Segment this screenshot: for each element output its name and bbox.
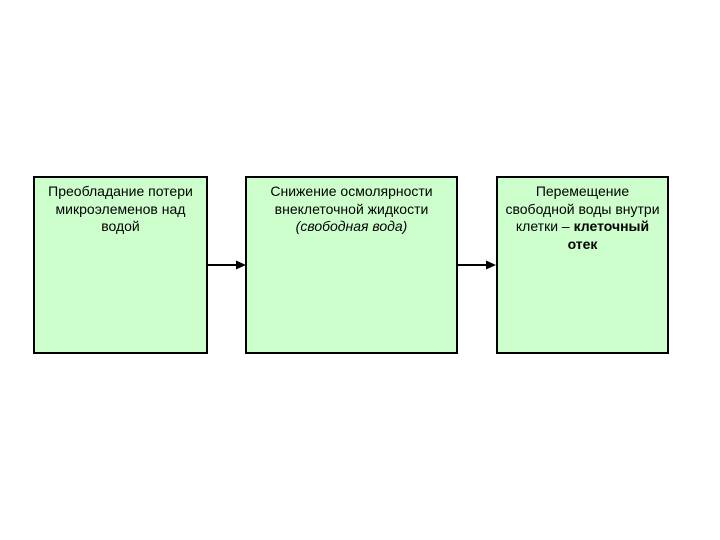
flow-box-cellular-edema: Перемещение свободной воды внутри клетки… <box>496 176 669 354</box>
text-line: Перемещение <box>535 183 630 199</box>
text-line: клетки – клеточный <box>502 218 663 236</box>
text-line: Преобладание потери <box>48 183 193 199</box>
text-segment-bold: клеточный <box>573 218 650 234</box>
text-line: водой <box>101 218 140 234</box>
text-segment: клетки – <box>515 218 574 234</box>
text-line: внеклеточной жидкости <box>274 200 429 217</box>
flow-box-osmolarity-decrease: Снижение осмолярности внеклеточной жидко… <box>245 176 458 354</box>
arrow-right-icon <box>457 260 496 270</box>
flow-box-micronutrient-loss: Преобладание потери микроэлеменов над во… <box>33 176 208 354</box>
text-line: (свободная вода) <box>295 218 408 234</box>
arrow-right-icon <box>207 260 246 270</box>
text-line: микроэлеменов над <box>55 200 186 217</box>
text-line: свободной воды внутри <box>505 200 660 217</box>
text-line: Снижение осмолярности <box>270 183 433 199</box>
text-line: отек <box>567 235 598 252</box>
